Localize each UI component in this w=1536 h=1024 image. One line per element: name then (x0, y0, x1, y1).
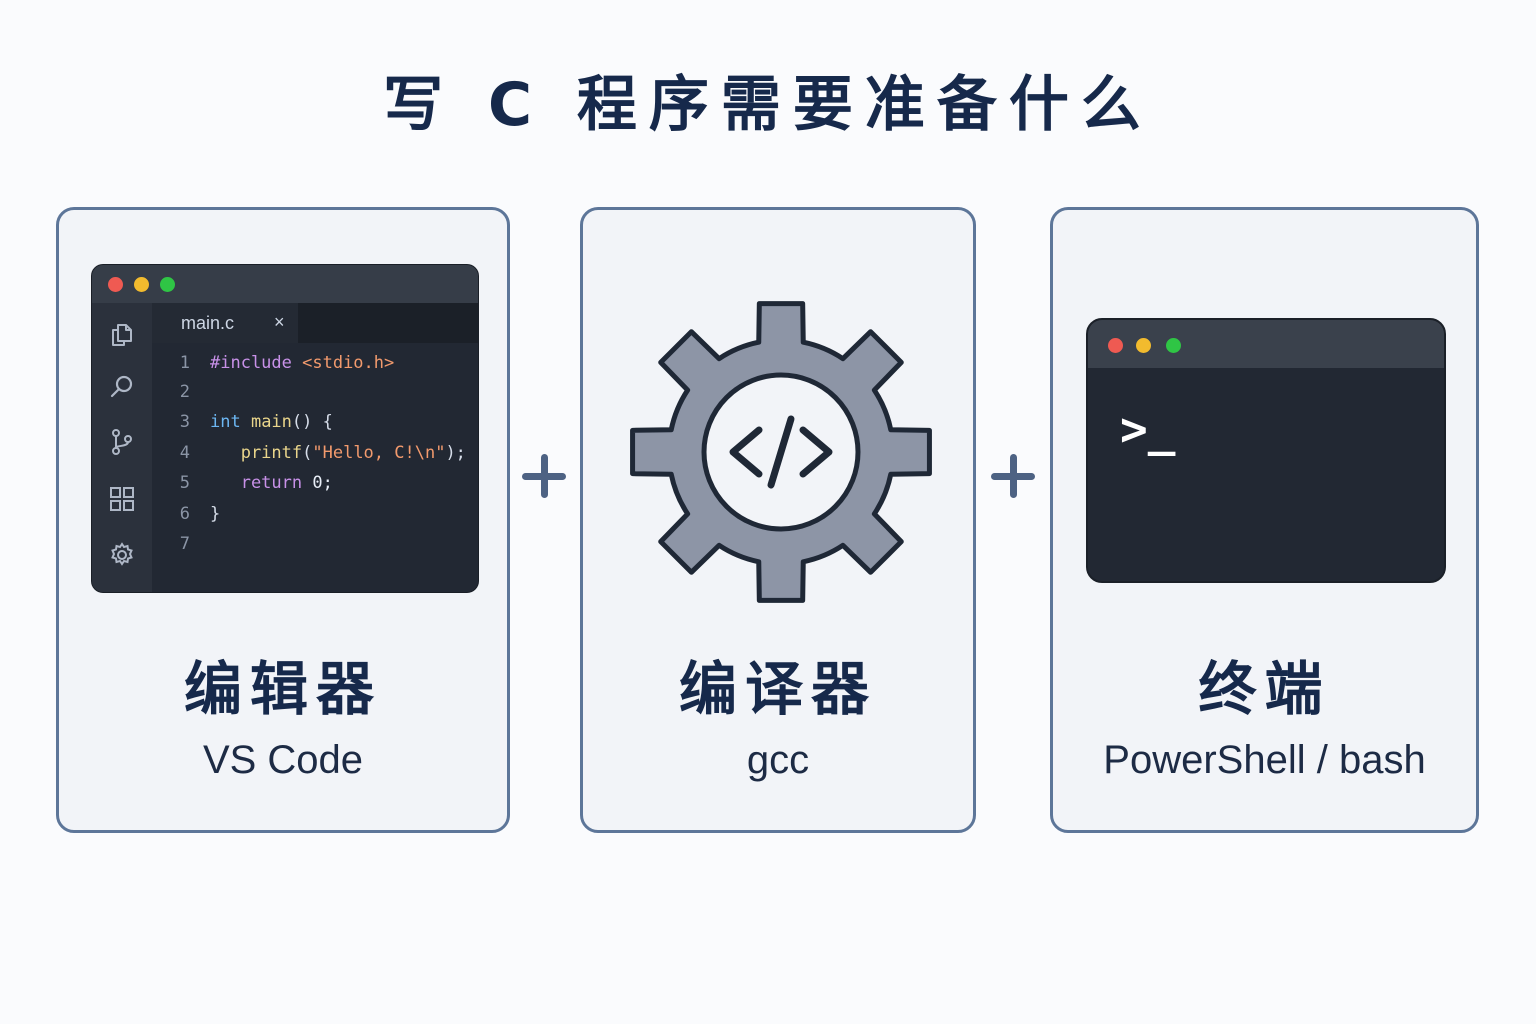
line-number: 4 (179, 443, 190, 463)
search-icon[interactable] (108, 373, 136, 401)
close-window-dot[interactable] (108, 277, 123, 292)
tab-main-c[interactable]: main.c × (152, 303, 298, 343)
terminal-card: >_ 终端 PowerShell / bash (1050, 207, 1479, 833)
line-number: 3 (179, 412, 190, 432)
code-token: #include (210, 353, 303, 373)
settings-gear-icon[interactable] (108, 541, 136, 569)
compiler-title: 编译器 (678, 655, 877, 723)
maximize-window-dot[interactable] (160, 277, 175, 292)
compiler-subtitle: gcc (746, 738, 810, 782)
page-title: 写 C 程序需要准备什么 (383, 70, 1153, 140)
plus-icon (514, 446, 574, 506)
code-token: printf (210, 443, 303, 463)
code-text: } (210, 504, 220, 524)
code-token: "Hello, C!\n" (312, 443, 446, 463)
terminal-titlebar (1088, 320, 1444, 368)
files-icon[interactable] (108, 321, 136, 349)
editor-subtitle: VS Code (202, 738, 364, 782)
activity-bar (92, 303, 152, 592)
terminal-prompt[interactable]: >_ (1120, 402, 1176, 456)
line-number: 5 (179, 473, 190, 493)
code-text: return 0; (210, 473, 333, 493)
line-number: 2 (179, 382, 190, 402)
tab-close-icon[interactable]: × (274, 312, 285, 332)
terminal-window: >_ (1086, 318, 1446, 583)
code-text: printf("Hello, C!\n"); (210, 443, 466, 463)
close-window-dot[interactable] (1108, 338, 1123, 353)
code-token: ( (302, 443, 313, 463)
minimize-window-dot[interactable] (1136, 338, 1151, 353)
line-number: 7 (179, 534, 190, 554)
editor-tab-strip: main.c × (152, 303, 478, 343)
plus-icon (983, 446, 1043, 506)
code-token: <stdio.h> (302, 353, 395, 373)
code-token: 0; (312, 473, 333, 493)
code-token: ); (445, 443, 466, 463)
terminal-subtitle: PowerShell / bash (1103, 738, 1426, 782)
line-number: 1 (179, 353, 190, 373)
terminal-title: 终端 (1198, 655, 1331, 723)
source-control-icon[interactable] (108, 428, 136, 456)
code-token: int (210, 412, 251, 432)
extensions-icon[interactable] (108, 485, 136, 513)
code-token: () { (291, 412, 333, 432)
code-text: #include <stdio.h> (210, 353, 394, 373)
code-token: main (250, 412, 292, 432)
code-token: return (210, 473, 313, 493)
gear-code-icon (630, 301, 932, 603)
tab-label: main.c (181, 313, 235, 333)
editor-title: 编辑器 (183, 655, 382, 723)
code-text: int main() { (210, 412, 333, 432)
compiler-card: 编译器 gcc (580, 207, 976, 833)
code-area[interactable]: 1 #include <stdio.h> 2 3 int main() { 4 print… (152, 343, 478, 592)
code-token: } (210, 504, 221, 524)
minimize-window-dot[interactable] (134, 277, 149, 292)
editor-titlebar (92, 265, 478, 303)
maximize-window-dot[interactable] (1166, 338, 1181, 353)
line-number: 6 (179, 504, 190, 524)
